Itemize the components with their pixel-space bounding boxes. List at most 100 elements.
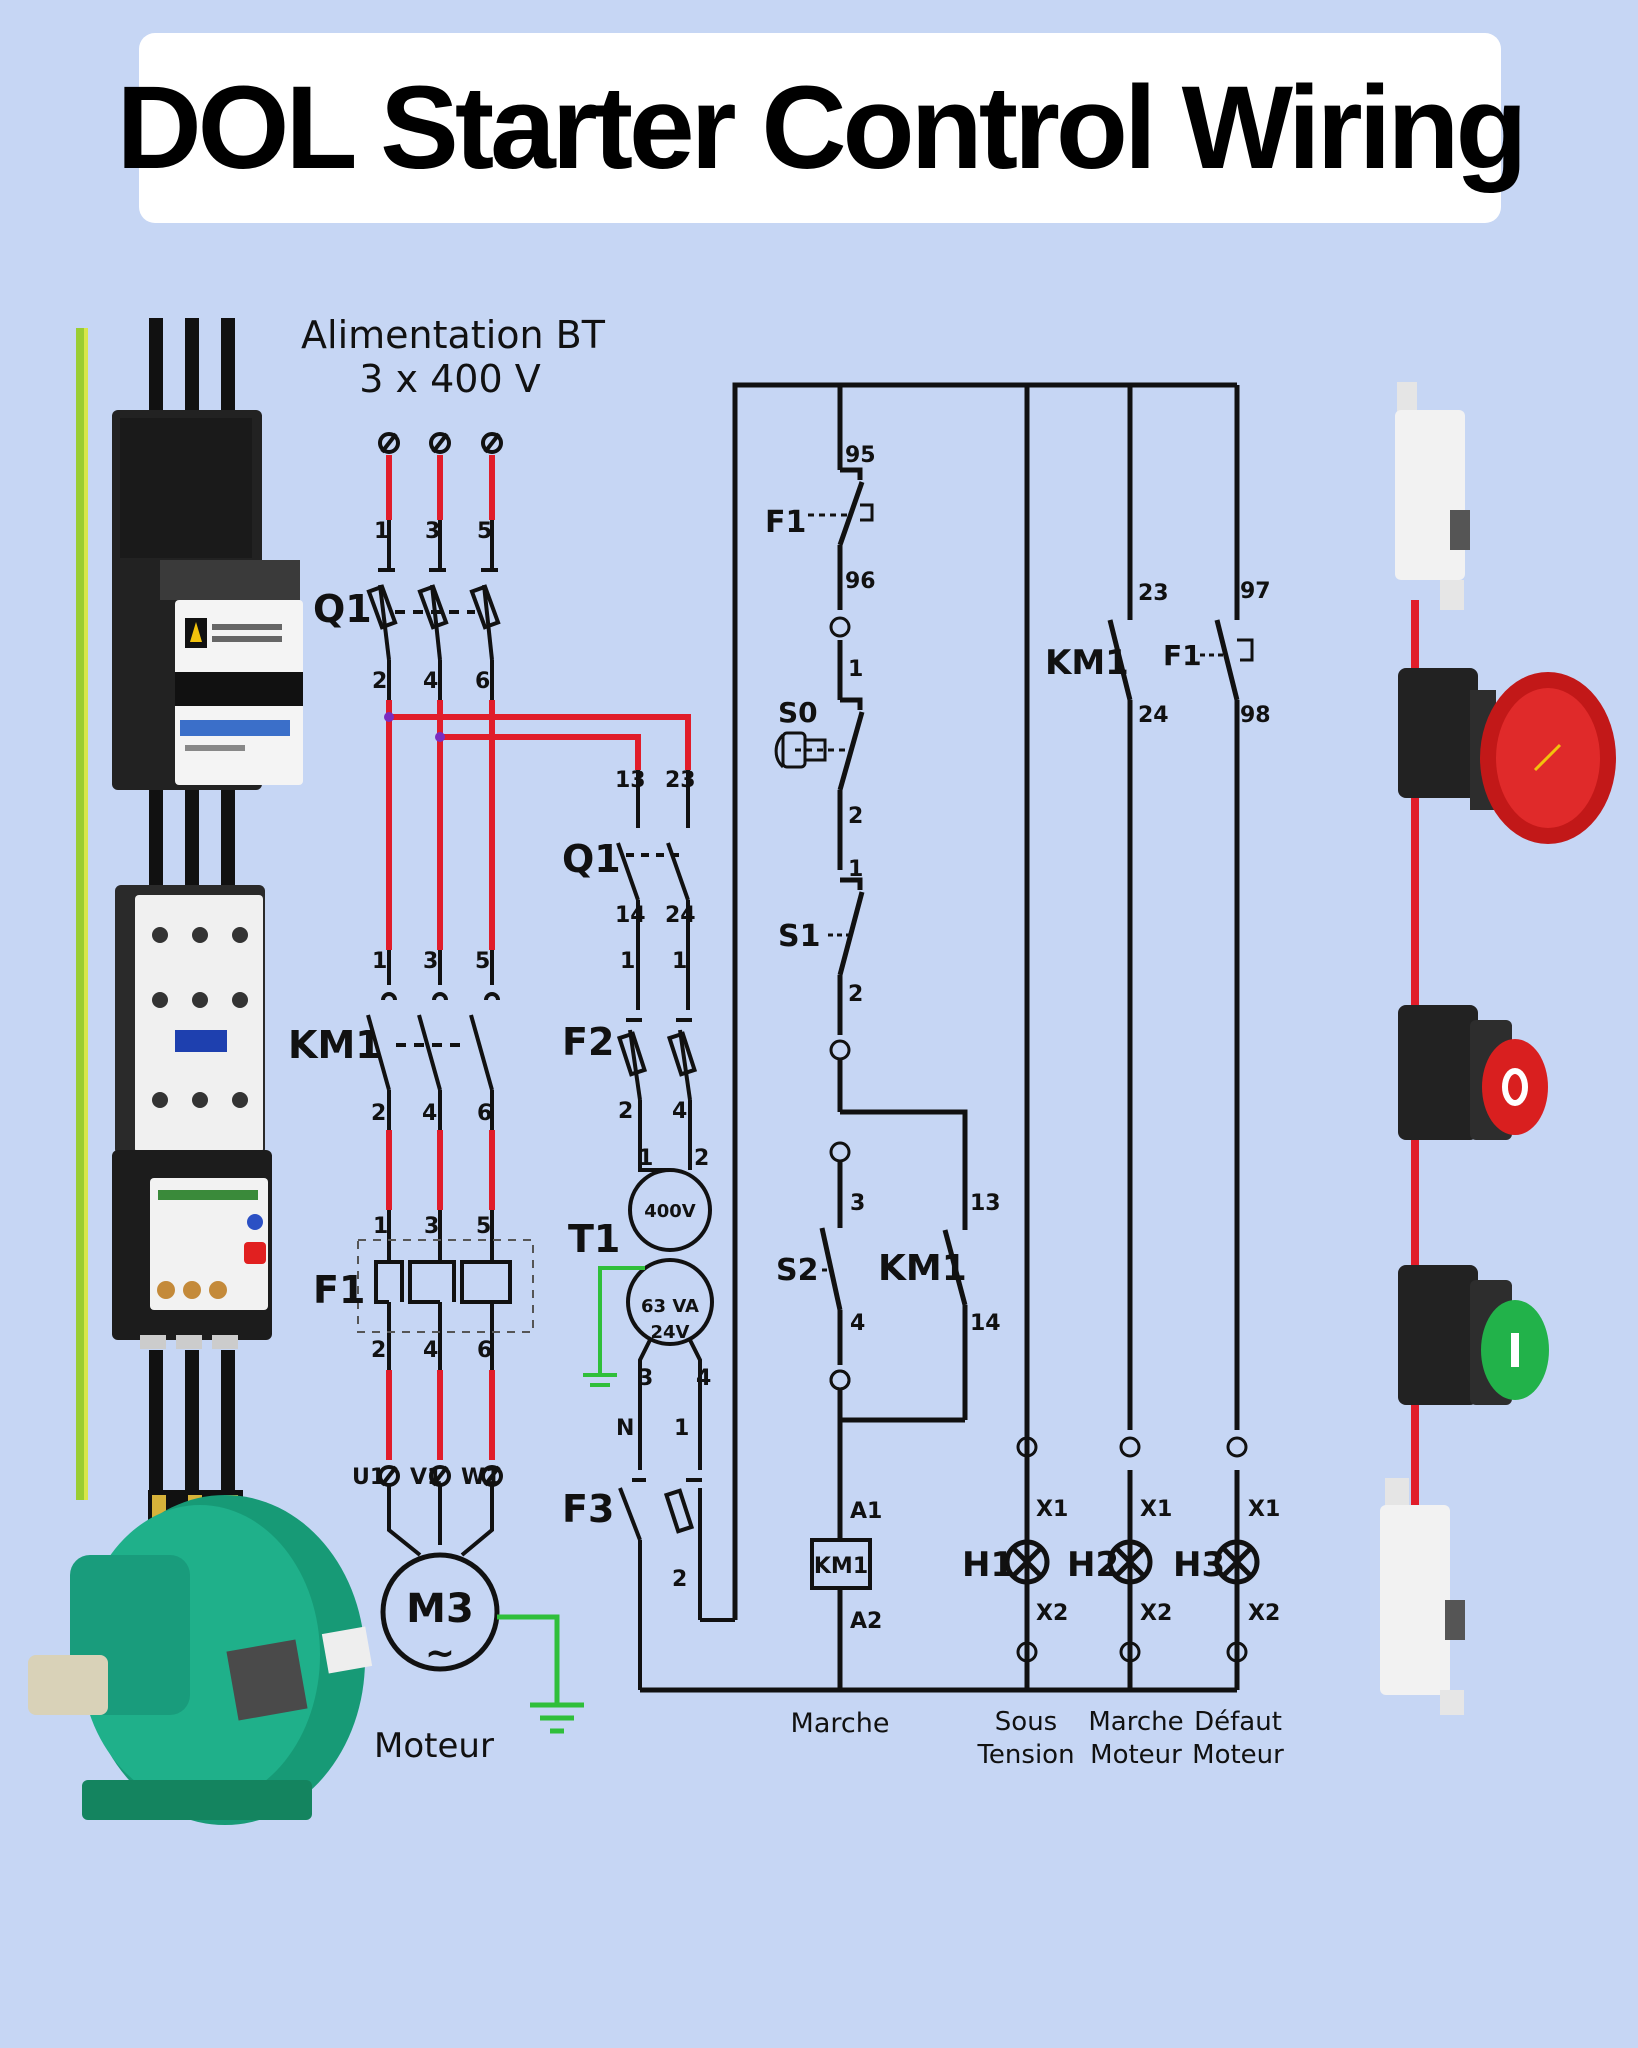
f1-label: F1 xyxy=(313,1268,365,1312)
f3-label: F3 xyxy=(562,1487,614,1531)
aux-q1-terminal: 13 xyxy=(615,768,646,793)
s1-label: S1 xyxy=(778,919,820,954)
t1-terminal: 4 xyxy=(696,1366,711,1391)
km1-terminal: 4 xyxy=(422,1101,437,1126)
motor-terminal: W1 xyxy=(461,1465,501,1490)
q1-label: Q1 xyxy=(313,587,372,631)
f2-terminal: 4 xyxy=(672,1099,687,1124)
caption-marche-moteur-2: Moteur xyxy=(1090,1740,1182,1770)
f2-terminal: 1 xyxy=(672,949,687,974)
lamp-terminal: X2 xyxy=(1248,1601,1280,1626)
t1-primary: 400V xyxy=(644,1201,696,1222)
s0-terminal: 2 xyxy=(848,804,863,829)
contactor-illustration xyxy=(115,885,265,1155)
km1-terminal: 5 xyxy=(475,949,490,974)
caption-defaut-2: Moteur xyxy=(1192,1740,1284,1770)
ctrl-f1-label: F1 xyxy=(765,505,806,540)
f1-terminal: 1 xyxy=(373,1214,388,1239)
device-stack-illustration xyxy=(28,318,373,1825)
aux-q1-terminal: 14 xyxy=(615,903,646,928)
km1-hold-label: KM1 xyxy=(878,1248,967,1289)
stop-button-illustration xyxy=(1398,1005,1548,1140)
lamp-terminal: X1 xyxy=(1140,1497,1172,1522)
lamp-h1-label: H1 xyxy=(962,1545,1014,1585)
s2-label: S2 xyxy=(776,1253,818,1288)
overload-relay-illustration xyxy=(112,1150,272,1349)
t1-secondary: 24V xyxy=(651,1322,690,1343)
start-button-illustration xyxy=(1398,1265,1549,1405)
t1-terminal: 1 xyxy=(638,1146,653,1171)
supply-voltage: 3 x 400 V xyxy=(359,357,540,401)
title-box: DOL Starter Control Wiring xyxy=(116,33,1528,223)
q1-terminal: 2 xyxy=(372,669,387,694)
q1-terminal: 3 xyxy=(425,519,440,544)
coil-terminal: A2 xyxy=(850,1609,882,1634)
lamp-h2-label: H2 xyxy=(1067,1545,1119,1585)
caption-marche-moteur-1: Marche xyxy=(1088,1707,1183,1737)
f1-terminal: 4 xyxy=(423,1338,438,1363)
t1-terminal: 3 xyxy=(638,1366,653,1391)
aux-contact-block-illustration xyxy=(1395,382,1470,610)
coil-terminal: A1 xyxy=(850,1499,882,1524)
q1-terminal: 5 xyxy=(477,519,492,544)
f2-label: F2 xyxy=(562,1020,614,1064)
s2-terminal: 4 xyxy=(850,1311,865,1336)
diagram-title: DOL Starter Control Wiring xyxy=(116,62,1527,194)
aux-q1-terminal: 23 xyxy=(665,768,696,793)
km1-hold-terminal: 14 xyxy=(970,1311,1001,1336)
f1-terminal: 3 xyxy=(424,1214,439,1239)
q1-terminal: 4 xyxy=(423,669,438,694)
f1-aux-label: F1 xyxy=(1163,639,1202,672)
f2-terminal: 1 xyxy=(620,949,635,974)
auxiliary-supply: Q1 13 23 14 24 F2 1 1 2 4 T1 1 2 400V 63… xyxy=(562,768,735,1690)
km1-terminal: 3 xyxy=(423,949,438,974)
km1-terminal: 2 xyxy=(371,1101,386,1126)
control-circuit: F1 95 96 S0 1 2 S1 1 2 S2 3 4 KM1 13 14 … xyxy=(640,382,1284,1770)
t1-power: 63 VA xyxy=(641,1296,699,1317)
emergency-stop-illustration xyxy=(1398,668,1616,844)
motor-tilde: ~ xyxy=(425,1633,455,1674)
pushbutton-stack-illustration xyxy=(1380,382,1616,1715)
motor-illustration xyxy=(28,1490,373,1825)
km1-label: KM1 xyxy=(288,1023,382,1067)
km1-terminal: 1 xyxy=(372,949,387,974)
aux-contact-block-bottom-illustration xyxy=(1380,1478,1465,1715)
motor-terminal: V1 xyxy=(410,1465,442,1490)
q1-terminal: 1 xyxy=(374,519,389,544)
t1-terminal: 2 xyxy=(694,1146,709,1171)
aux-q1-terminal: 24 xyxy=(665,903,696,928)
f3-terminal: 1 xyxy=(674,1416,689,1441)
lamp-terminal: X1 xyxy=(1248,1497,1280,1522)
breaker-illustration xyxy=(112,410,303,790)
f1-terminal: 2 xyxy=(371,1338,386,1363)
ctrl-f1-terminal: 95 xyxy=(845,443,876,468)
supply-label: Alimentation BT xyxy=(301,313,606,357)
km1-aux-terminal: 24 xyxy=(1138,703,1169,728)
km1-hold-terminal: 13 xyxy=(970,1191,1001,1216)
caption-marche: Marche xyxy=(791,1708,890,1739)
f1-terminal: 5 xyxy=(476,1214,491,1239)
ctrl-f1-terminal: 96 xyxy=(845,569,876,594)
s0-terminal: 1 xyxy=(848,657,863,682)
caption-defaut-1: Défaut xyxy=(1194,1707,1282,1737)
aux-q1-label: Q1 xyxy=(562,837,621,881)
caption-sous: Sous xyxy=(995,1707,1057,1737)
coil-label: KM1 xyxy=(814,1554,868,1579)
km1-terminal: 6 xyxy=(477,1101,492,1126)
t1-label: T1 xyxy=(568,1217,620,1261)
s0-label: S0 xyxy=(778,696,818,729)
lamp-h3-label: H3 xyxy=(1173,1545,1225,1585)
km1-aux-terminal: 23 xyxy=(1138,581,1169,606)
q1-terminal: 6 xyxy=(475,669,490,694)
f2-terminal: 2 xyxy=(618,1099,633,1124)
f3-terminal: 2 xyxy=(672,1567,687,1592)
s2-terminal: 3 xyxy=(850,1191,865,1216)
motor-caption: Moteur xyxy=(374,1726,494,1766)
lamp-terminal: X2 xyxy=(1036,1601,1068,1626)
motor-symbol-label: M3 xyxy=(406,1586,474,1632)
lamp-terminal: X2 xyxy=(1140,1601,1172,1626)
power-circuit: Alimentation BT 3 x 400 V xyxy=(288,313,691,1766)
caption-tension: Tension xyxy=(976,1740,1074,1770)
f1-aux-terminal: 97 xyxy=(1240,579,1271,604)
